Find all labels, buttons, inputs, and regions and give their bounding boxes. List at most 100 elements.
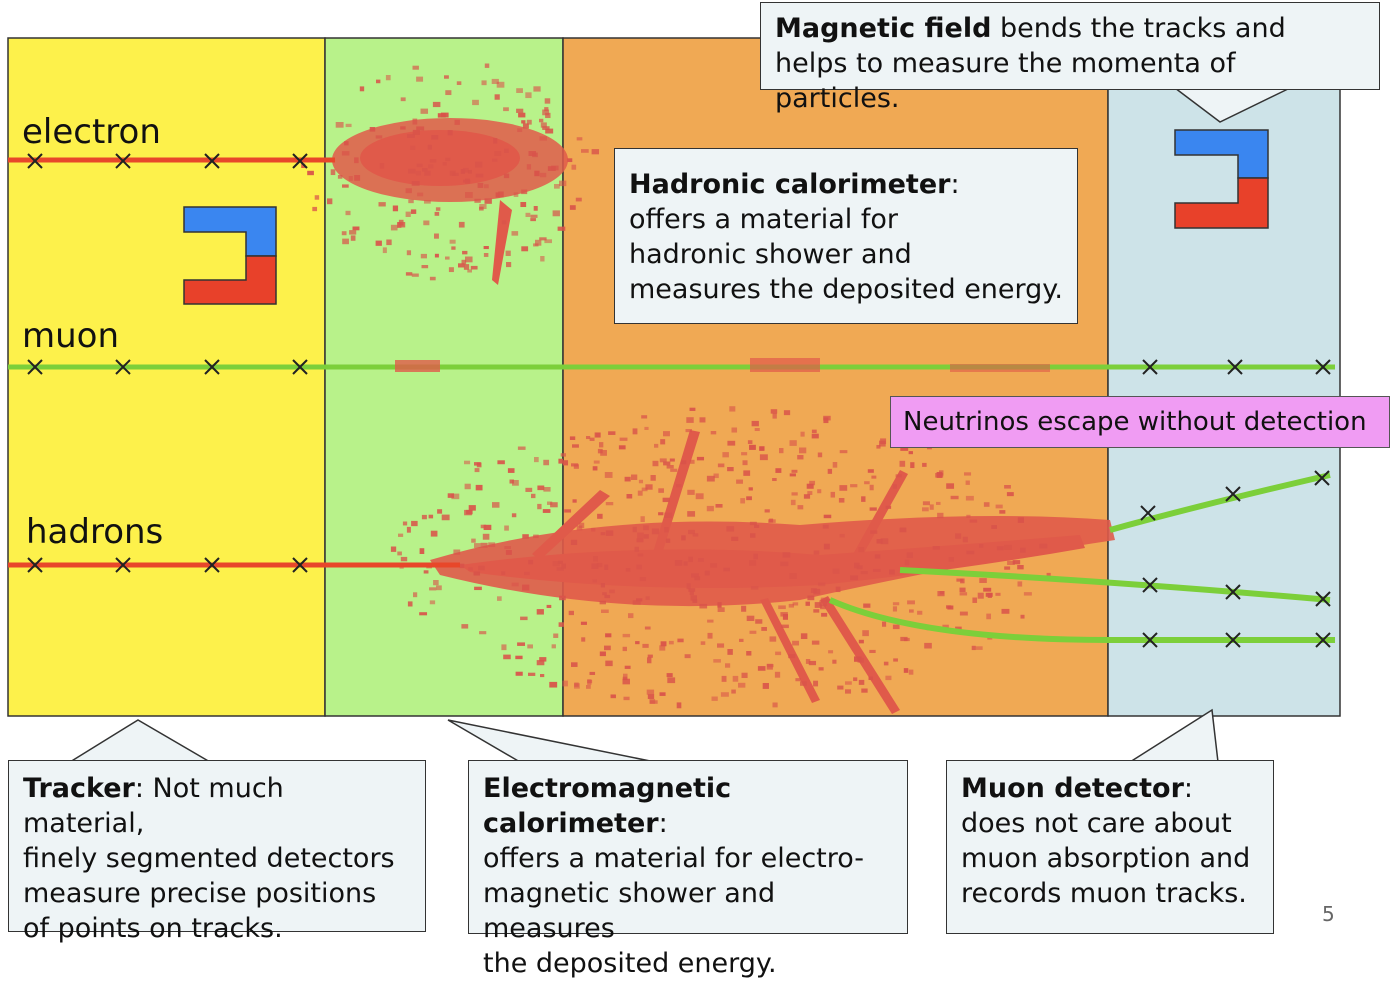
- shower-speck: [821, 612, 828, 617]
- shower-speck: [405, 272, 413, 276]
- shower-speck: [429, 276, 436, 281]
- shower-speck: [813, 609, 820, 613]
- shower-speck: [359, 86, 365, 92]
- magnetic-field-title: Magnetic field: [775, 13, 992, 44]
- shower-speck: [979, 578, 987, 583]
- shower-speck: [659, 692, 666, 696]
- shower-speck: [906, 552, 914, 559]
- shower-speck: [429, 159, 437, 163]
- shower-speck: [522, 534, 529, 539]
- shower-speck: [530, 214, 538, 218]
- shower-speck: [572, 444, 579, 448]
- shower-speck: [589, 437, 595, 441]
- shower-speck: [483, 253, 489, 257]
- shower-speck: [474, 468, 480, 473]
- shower-speck: [406, 526, 411, 533]
- shower-speck: [503, 173, 510, 179]
- shower-speck: [740, 498, 746, 504]
- shower-speck: [999, 510, 1006, 514]
- shower-speck: [922, 462, 927, 467]
- shower-speck: [749, 630, 757, 634]
- shower-speck: [858, 679, 865, 685]
- shower-speck: [935, 473, 944, 478]
- shower-speck: [811, 433, 819, 439]
- shower-speck: [434, 211, 440, 216]
- shower-speck: [522, 123, 529, 129]
- shower-speck: [451, 493, 460, 500]
- shower-speck: [738, 682, 746, 688]
- shower-speck: [965, 495, 974, 501]
- shower-speck: [742, 460, 748, 466]
- shower-speck: [581, 637, 586, 642]
- shower-speck: [924, 642, 932, 649]
- shower-speck: [574, 683, 580, 689]
- shower-speck: [605, 633, 612, 638]
- shower-speck: [599, 442, 604, 448]
- shower-speck: [803, 494, 811, 499]
- shower-speck: [513, 192, 519, 197]
- shower-speck: [850, 484, 858, 488]
- shower-speck: [788, 654, 796, 659]
- shower-speck: [782, 614, 789, 620]
- shower-speck: [706, 505, 714, 512]
- em-text-2: offers a material for electro-: [483, 843, 865, 874]
- shower-speck: [942, 624, 949, 630]
- shower-speck: [867, 469, 874, 473]
- shower-speck: [632, 428, 638, 435]
- shower-speck: [464, 509, 472, 516]
- shower-speck: [683, 561, 688, 566]
- muon-text-2: does not care about: [961, 808, 1232, 839]
- shower-speck: [600, 450, 607, 456]
- shower-speck: [591, 149, 600, 155]
- shower-speck: [688, 556, 693, 563]
- shower-speck: [497, 596, 502, 601]
- shower-speck: [726, 526, 735, 532]
- shower-speck: [658, 488, 664, 493]
- tracker-text-3: measure precise positions: [23, 878, 377, 909]
- shower-speck: [483, 524, 492, 531]
- shower-speck: [899, 460, 906, 467]
- shower-speck: [479, 631, 487, 635]
- shower-speck: [791, 469, 798, 473]
- shower-speck: [467, 269, 472, 273]
- shower-speck: [527, 644, 533, 649]
- shower-speck: [472, 99, 479, 106]
- shower-speck: [722, 452, 729, 458]
- shower-speck: [922, 501, 930, 506]
- shower-speck: [533, 206, 538, 211]
- shower-speck: [652, 460, 659, 467]
- shower-speck: [517, 642, 526, 646]
- shower-speck: [594, 432, 601, 438]
- tracker-region: [7, 37, 326, 717]
- shower-speck: [749, 560, 757, 566]
- shower-speck: [971, 645, 976, 651]
- shower-speck: [564, 509, 572, 513]
- shower-speck: [768, 519, 776, 523]
- shower-speck: [495, 192, 500, 198]
- shower-speck: [969, 519, 978, 523]
- muon-text-4: records muon tracks.: [961, 878, 1247, 909]
- shower-speck: [622, 678, 630, 685]
- shower-speck: [937, 512, 944, 519]
- em-text-3: magnetic shower and measures: [483, 878, 776, 944]
- shower-speck: [601, 609, 609, 613]
- shower-speck: [352, 226, 360, 231]
- shower-speck: [375, 240, 382, 246]
- shower-speck: [732, 675, 739, 682]
- shower-speck: [458, 221, 465, 228]
- shower-speck: [402, 521, 408, 526]
- shower-speck: [557, 560, 564, 564]
- shower-speck: [909, 609, 914, 613]
- shower-speck: [647, 694, 655, 699]
- shower-speck: [540, 256, 545, 262]
- shower-speck: [524, 571, 530, 576]
- shower-speck: [823, 543, 830, 550]
- shower-speck: [932, 546, 940, 550]
- magnetic-field-text-1: bends the tracks and: [991, 13, 1286, 44]
- shower-speck: [853, 677, 858, 682]
- shower-speck: [423, 220, 430, 226]
- shower-speck: [405, 211, 411, 217]
- shower-speck: [628, 613, 634, 619]
- shower-speck: [908, 669, 914, 675]
- shower-speck: [542, 126, 550, 130]
